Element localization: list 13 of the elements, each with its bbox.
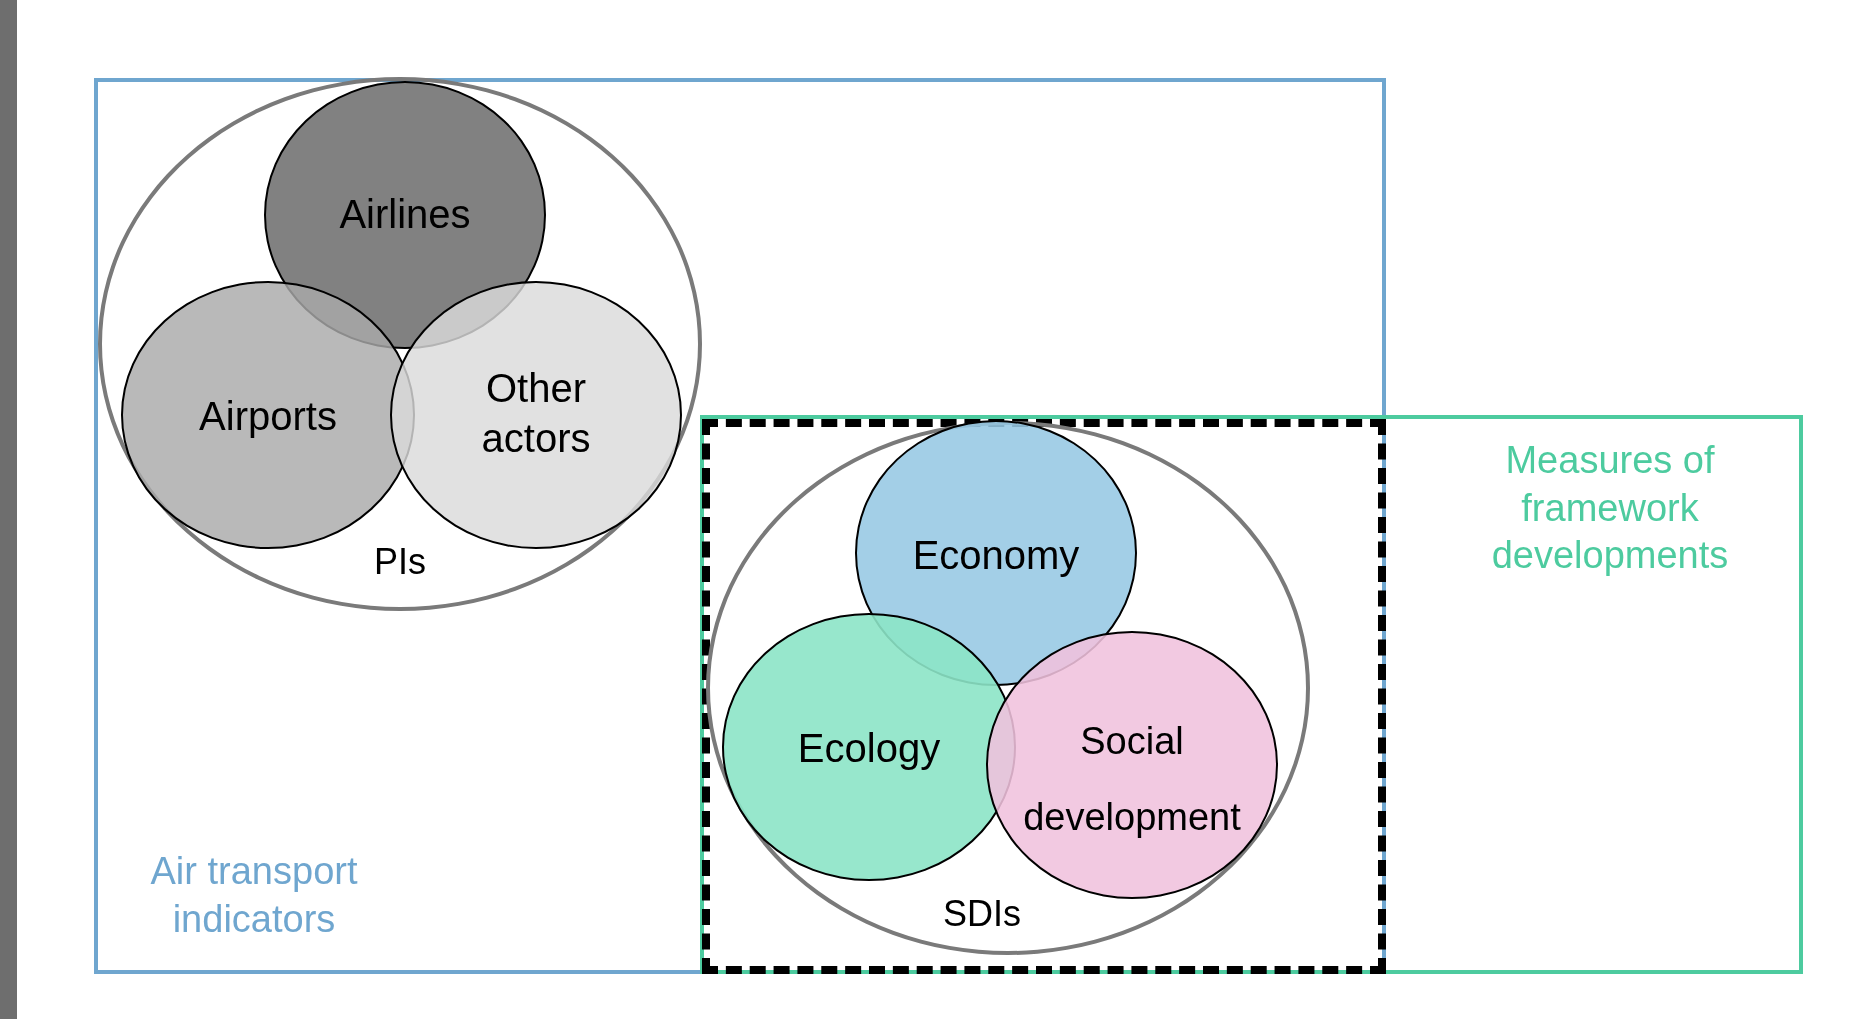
circle-label: PIs [373, 540, 427, 584]
circle-label: Airlines [338, 191, 472, 238]
group-ellipse [98, 77, 702, 611]
frame-label: Measures of framework developments [1490, 438, 1730, 578]
frame-label: Air transport indicators [149, 849, 359, 942]
dashed-frame [702, 419, 1386, 974]
circle-label: Airports [198, 393, 338, 440]
circle-label: Economy [911, 532, 1081, 579]
circle-label: Social development [1022, 719, 1242, 840]
circle-label: SDIs [942, 892, 1022, 936]
circle-label: Other actors [480, 365, 592, 462]
group-ellipse [706, 421, 1310, 955]
circle-label: Ecology [796, 725, 942, 772]
